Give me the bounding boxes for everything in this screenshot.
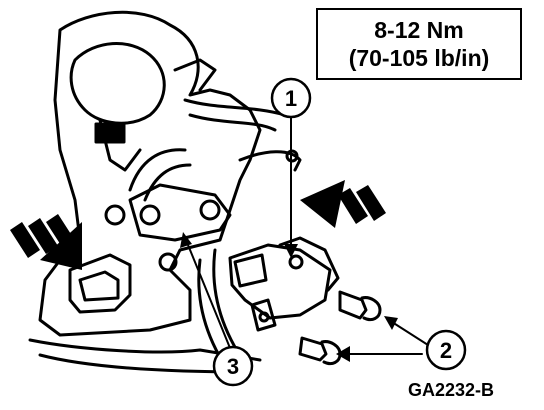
callout-1-circle — [270, 77, 312, 119]
bracket-bolt-right — [199, 199, 221, 221]
housing-tab — [94, 122, 126, 144]
torque-spec-metric: 8-12 Nm — [374, 17, 464, 43]
arrowhead-1 — [284, 244, 298, 258]
hose-curve — [128, 148, 187, 192]
bolt-upper-head — [360, 296, 382, 322]
arrowhead-2b — [336, 346, 350, 362]
sensor-connector — [233, 253, 268, 288]
cable-upper — [183, 98, 287, 117]
cable-upper-2 — [188, 113, 277, 132]
direction-arrow-left — [10, 214, 82, 270]
wire-hook — [238, 150, 302, 172]
torque-spec-imperial: (70-105 lb/in) — [348, 45, 490, 71]
sensor-body — [228, 243, 332, 320]
callout-2-circle — [425, 329, 467, 371]
torque-spec-box: 8-12 Nm (70-105 lb/in) — [316, 8, 522, 80]
hose-curve-2 — [143, 163, 192, 202]
bracket-bolt-left — [104, 204, 126, 226]
callout-2-label: 2 — [440, 338, 452, 363]
callout-2-leader-a — [391, 321, 429, 346]
bracket-bolt-mid — [139, 204, 161, 226]
housing-lower-edge — [28, 338, 262, 362]
bracket-lower-inner — [78, 270, 120, 302]
figure-id: GA2232-B — [408, 380, 495, 400]
arrowhead-2a — [384, 316, 398, 330]
callout-3-leader — [185, 239, 231, 349]
sensor-foot-hole — [258, 311, 270, 323]
callout-3-label: 3 — [227, 354, 239, 379]
arrowhead-3 — [180, 232, 192, 248]
bolt-lower — [298, 336, 328, 362]
callout-3-circle — [212, 345, 254, 387]
bolt-upper — [338, 290, 368, 320]
housing-upper-lobe — [69, 42, 166, 125]
engine-housing — [38, 10, 262, 337]
direction-arrow-right — [300, 180, 386, 228]
bracket-bolt-lower — [158, 252, 178, 272]
sensor-mount-foot — [250, 298, 277, 332]
bracket-lower — [68, 253, 132, 314]
callout-1-label: 1 — [285, 86, 297, 111]
mounting-bracket — [128, 183, 232, 242]
vacuum-line — [173, 58, 217, 92]
sensor-flange — [278, 236, 340, 292]
sensor-flange-hole — [288, 254, 304, 270]
